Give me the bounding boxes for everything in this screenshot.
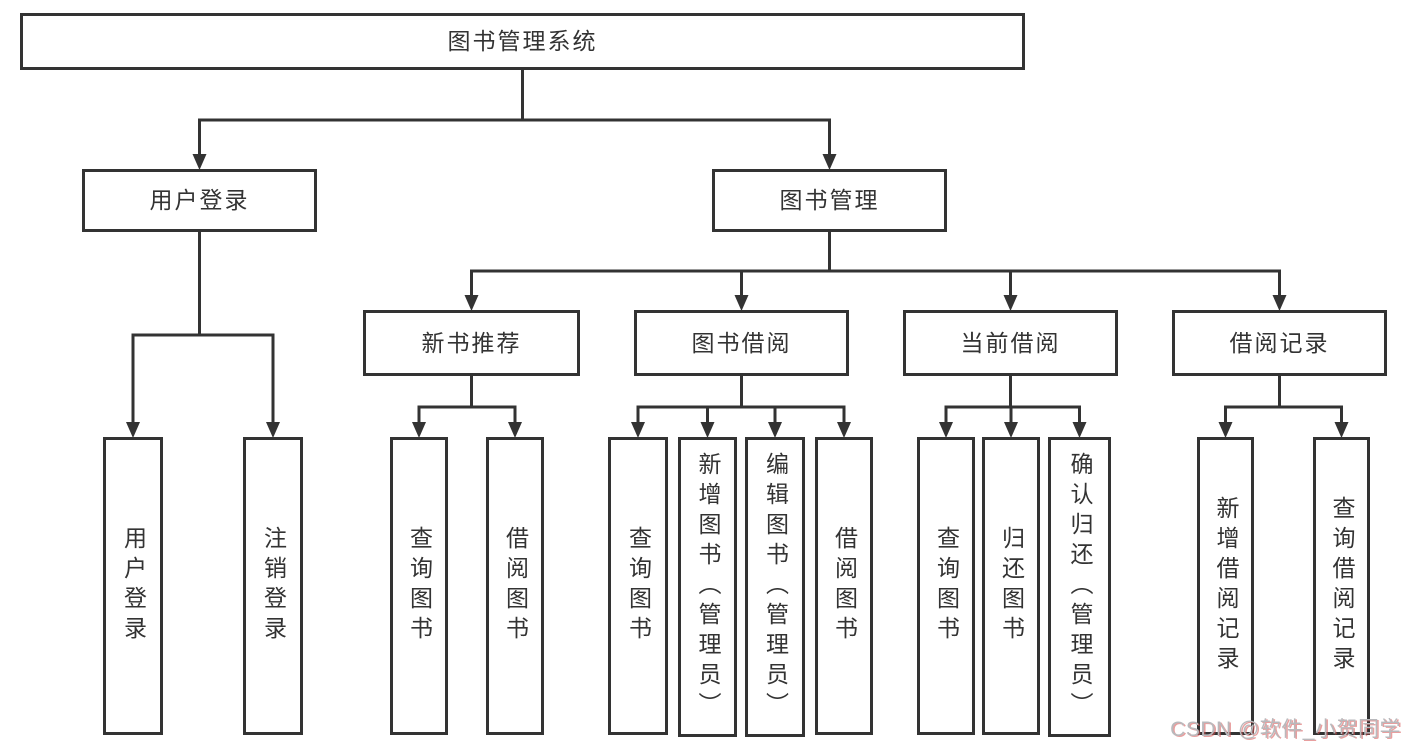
node-leaf-borrow-borrow: 借阅图书 xyxy=(815,437,873,735)
node-user-login: 用户登录 xyxy=(82,169,317,232)
node-leaf-logout: 注销登录 xyxy=(243,437,303,735)
node-leaf-current-confirm: 确认归还（管理员） xyxy=(1048,437,1111,737)
node-leaf-records-add: 新增借阅记录 xyxy=(1197,437,1254,735)
node-current-borrow: 当前借阅 xyxy=(903,310,1118,376)
node-leaf-borrow-add: 新增图书（管理员） xyxy=(678,437,737,737)
node-leaf-borrow-query: 查询图书 xyxy=(608,437,668,735)
node-leaf-records-query: 查询借阅记录 xyxy=(1313,437,1370,735)
node-leaf-current-query: 查询图书 xyxy=(917,437,975,735)
node-book-mgmt: 图书管理 xyxy=(712,169,947,232)
node-new-books: 新书推荐 xyxy=(363,310,580,376)
node-leaf-borrow-edit: 编辑图书（管理员） xyxy=(745,437,805,737)
node-leaf-newbook-query: 查询图书 xyxy=(390,437,448,735)
node-book-borrow: 图书借阅 xyxy=(634,310,849,376)
node-leaf-newbook-borrow: 借阅图书 xyxy=(486,437,544,735)
node-leaf-user-login: 用户登录 xyxy=(103,437,163,735)
csdn-watermark: CSDN @软件_小贺同学 xyxy=(1170,718,1401,741)
node-leaf-current-return: 归还图书 xyxy=(982,437,1040,735)
node-borrow-records: 借阅记录 xyxy=(1172,310,1387,376)
node-root: 图书管理系统 xyxy=(20,13,1025,70)
